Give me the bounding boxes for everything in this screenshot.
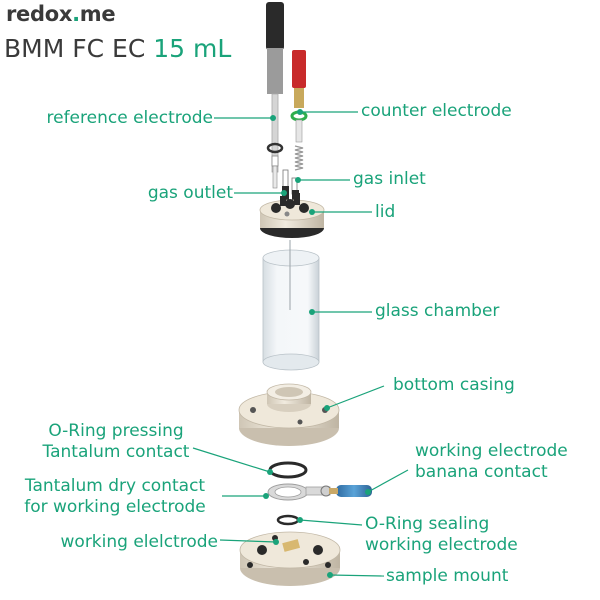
label-counter-electrode: counter electrode: [361, 101, 512, 121]
label-working-banana-line1: working electrode: [415, 441, 568, 461]
title-main: BMM FC EC: [4, 34, 146, 63]
brand-logo: redox.me: [6, 2, 116, 26]
label-oring-sealing: O-Ring sealing working electrode: [365, 514, 518, 556]
label-glass-chamber: glass chamber: [375, 301, 500, 321]
title-volume: 15 mL: [153, 34, 232, 63]
oring-and-tantalum-part: [267, 461, 372, 501]
label-tantalum-dry: Tantalum dry contact for working electro…: [4, 476, 226, 518]
label-oring-pressing-line1: O-Ring pressing: [48, 421, 184, 441]
label-gas-outlet: gas outlet: [147, 183, 233, 203]
product-title: BMM FC EC 15 mL: [4, 34, 231, 63]
leader-dots: [263, 109, 371, 578]
bottom-casing-part: [238, 383, 340, 446]
label-gas-inlet: gas inlet: [353, 169, 426, 189]
glass-chamber-part: [262, 240, 320, 371]
lid-part: [259, 193, 325, 238]
label-working-electrode: working elelctrode: [60, 532, 218, 552]
label-reference-electrode: reference electrode: [46, 108, 214, 128]
label-oring-sealing-line2: working electrode: [365, 535, 518, 555]
leader-lines: [192, 111, 409, 577]
label-oring-pressing: O-Ring pressing Tantalum contact: [26, 421, 206, 463]
label-lid: lid: [375, 202, 396, 222]
label-working-banana: working electrode banana contact: [415, 441, 568, 483]
label-bottom-casing: bottom casing: [393, 375, 515, 395]
label-oring-sealing-line1: O-Ring sealing: [365, 514, 490, 534]
label-tantalum-dry-line1: Tantalum dry contact: [24, 476, 206, 496]
sample-mount-part: [239, 531, 341, 586]
label-tantalum-dry-line2: for working electrode: [24, 497, 206, 517]
label-oring-pressing-line2: Tantalum contact: [42, 442, 190, 462]
label-working-banana-line2: banana contact: [415, 462, 548, 482]
reference-electrode-part: [266, 2, 284, 189]
oring-sealing-part: [276, 514, 300, 526]
label-sample-mount: sample mount: [386, 566, 509, 586]
